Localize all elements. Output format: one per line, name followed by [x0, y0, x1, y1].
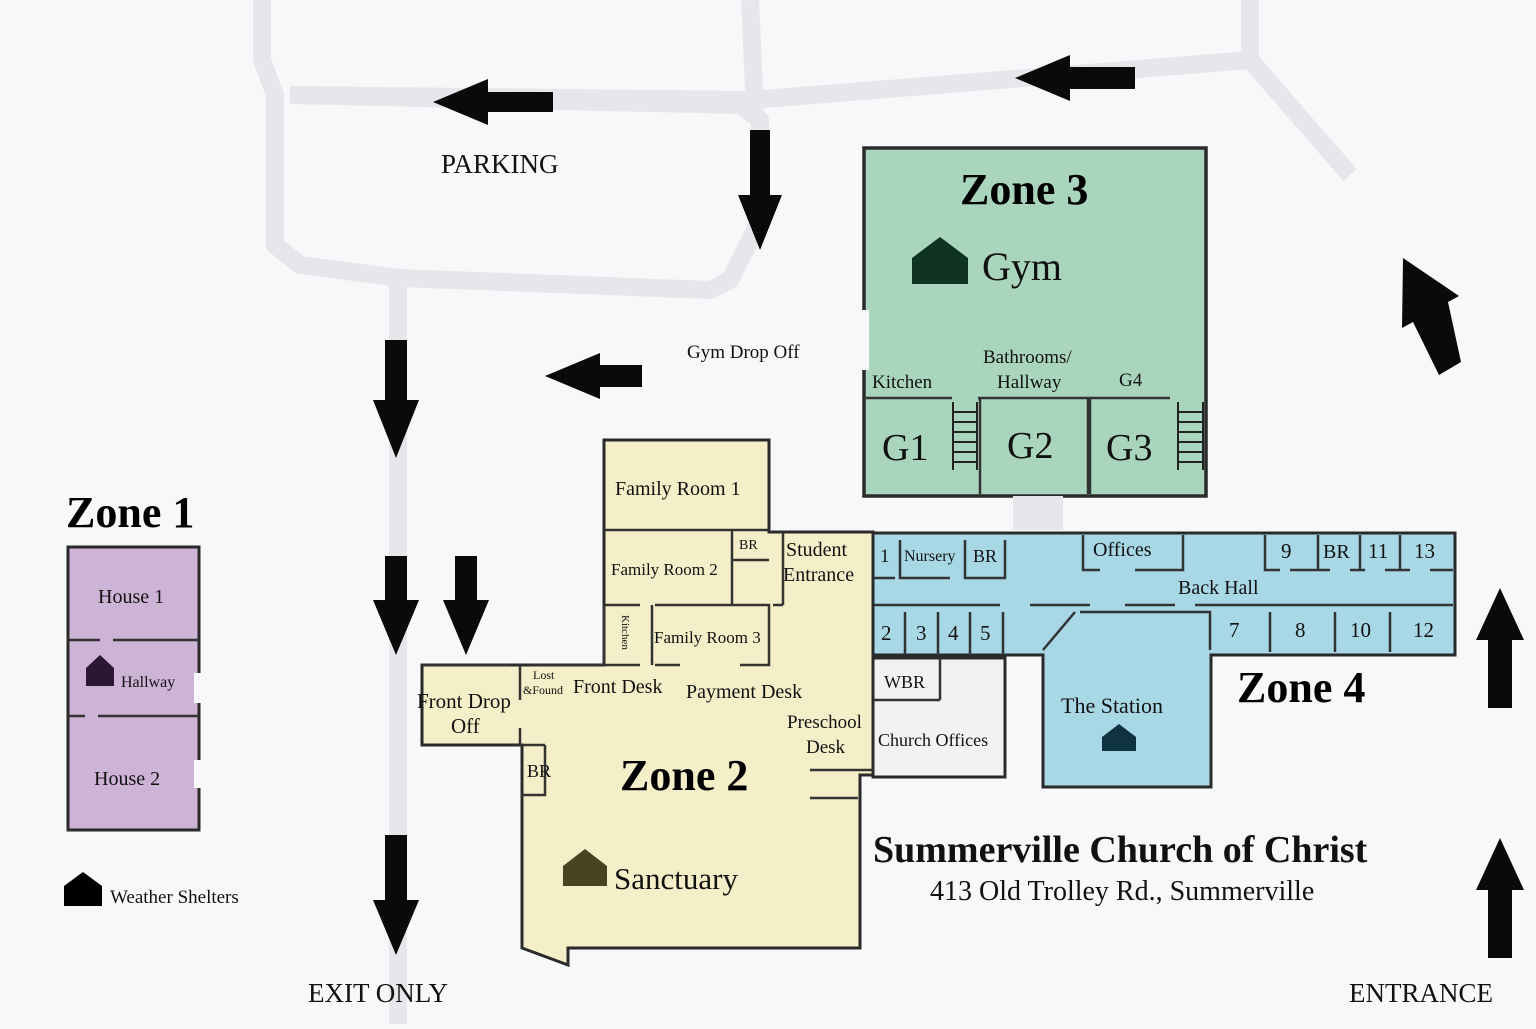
zone2-br-top-label: BR	[739, 538, 758, 553]
room-8-label: 8	[1295, 618, 1306, 642]
road-top-branch	[741, 0, 764, 111]
front-drop-off-label-2: Off	[451, 714, 480, 738]
preschool-desk-label-2: Desk	[806, 737, 846, 758]
zone4-br-label: BR	[1323, 541, 1350, 563]
room-3-label: 3	[916, 621, 927, 645]
stairs-icon	[952, 402, 978, 470]
front-drop-off-label: Front Drop	[417, 689, 511, 713]
lost-found-label-2: &Found	[523, 683, 563, 697]
zone-4-title: Zone 4	[1237, 663, 1365, 712]
zone-1-building	[66, 545, 201, 832]
bathrooms-hallway-label: Hallway	[997, 372, 1062, 393]
kitchen-label: Kitchen	[619, 615, 631, 650]
arrow-up-icon	[1476, 838, 1524, 958]
zone2-br-bottom-label: BR	[527, 761, 551, 781]
room-g4-label: G4	[1119, 370, 1143, 391]
gym-label: Gym	[982, 244, 1062, 289]
arrow-down-icon	[373, 340, 419, 458]
family-room-1-label: Family Room 1	[615, 478, 741, 500]
sanctuary-label: Sanctuary	[614, 861, 738, 896]
room-5-label: 5	[980, 621, 991, 645]
arrow-left-icon	[545, 353, 642, 399]
walkway	[1013, 496, 1063, 530]
zone-3-title: Zone 3	[960, 165, 1088, 214]
weather-shelter-icon	[1102, 724, 1136, 751]
wbr-label: WBR	[884, 672, 925, 692]
weather-shelter-icon	[563, 849, 607, 886]
zone-3: Zone 3 Gym Kitchen Bathrooms/ Hallway G4…	[860, 146, 1208, 498]
arrow-down-icon	[443, 556, 489, 655]
room-11-label: 11	[1368, 539, 1388, 563]
weather-shelter-icon	[86, 655, 114, 686]
zone4-br-label: BR	[973, 546, 997, 566]
church-name: Summerville Church of Christ	[873, 829, 1368, 871]
arrow-left-icon	[433, 79, 553, 125]
family-room-2-label: Family Room 2	[611, 560, 718, 579]
room-g2-label: G2	[1007, 425, 1053, 467]
house-1-label: House 1	[98, 586, 164, 608]
zone-4: 1 Nursery BR Offices 9 BR 11 13 Back Hal…	[871, 531, 1457, 789]
nursery-label: Nursery	[904, 548, 956, 565]
church-address: 413 Old Trolley Rd., Summerville	[930, 876, 1314, 907]
zone-2-title: Zone 2	[620, 751, 748, 800]
road-right-branch	[1241, 0, 1357, 181]
parking-label: PARKING	[441, 149, 559, 179]
lost-found-label: Lost	[533, 668, 555, 682]
gym-drop-off-label: Gym Drop Off	[687, 342, 800, 363]
room-g1-label: G1	[882, 427, 928, 469]
arrow-down-icon	[738, 130, 782, 250]
weather-shelter-icon	[912, 237, 968, 284]
legend-weather-shelters-label: Weather Shelters	[110, 887, 239, 908]
house-2-label: House 2	[94, 768, 160, 790]
entrance-label: ENTRANCE	[1349, 978, 1493, 1008]
room-2-label: 2	[881, 621, 892, 645]
offices-label: Offices	[1093, 539, 1152, 561]
zone-4-building	[871, 531, 1457, 789]
room-12-label: 12	[1413, 618, 1434, 642]
zone-1: Zone 1 House 1 Hallway House 2	[66, 488, 202, 832]
traffic-arrows	[373, 55, 1524, 958]
the-station-label: The Station	[1061, 693, 1163, 718]
zone-1-title: Zone 1	[66, 488, 194, 537]
room-13-label: 13	[1414, 539, 1435, 563]
zone-3-building	[862, 146, 1208, 498]
student-entrance-label-2: Entrance	[783, 564, 854, 586]
gym-kitchen-label: Kitchen	[872, 372, 933, 393]
room-9-label: 9	[1281, 539, 1292, 563]
arrow-down-icon	[373, 835, 419, 955]
room-4-label: 4	[948, 621, 959, 645]
zone-2: Family Room 1 Family Room 2 Family Room …	[417, 438, 875, 968]
weather-shelter-icon	[64, 872, 102, 906]
room-1-label: 1	[880, 546, 890, 567]
arrow-left-icon	[1015, 55, 1135, 101]
room-7-label: 7	[1229, 618, 1240, 642]
church-offices-label: Church Offices	[878, 730, 988, 750]
stairs-icon	[1177, 402, 1204, 470]
preschool-desk-label: Preschool	[787, 712, 862, 733]
room-10-label: 10	[1350, 618, 1371, 642]
family-room-3-label: Family Room 3	[654, 628, 761, 647]
back-hall-label: Back Hall	[1178, 577, 1259, 599]
map-labels: PARKING Gym Drop Off EXIT ONLY ENTRANCE …	[308, 149, 1493, 1008]
legend: Weather Shelters	[64, 872, 239, 908]
arrow-diagonal-icon	[1402, 258, 1461, 375]
hallway-label: Hallway	[121, 674, 175, 691]
arrow-up-icon	[1476, 588, 1524, 708]
student-entrance-label: Student	[786, 539, 848, 561]
road-parking-loop	[253, 0, 769, 299]
bathrooms-label: Bathrooms/	[983, 347, 1072, 368]
zone-2-building	[420, 438, 875, 968]
arrow-down-icon	[373, 556, 419, 655]
exit-only-label: EXIT ONLY	[308, 978, 448, 1008]
front-desk-label: Front Desk	[573, 676, 662, 698]
room-g3-label: G3	[1106, 427, 1152, 469]
payment-desk-label: Payment Desk	[686, 681, 802, 703]
